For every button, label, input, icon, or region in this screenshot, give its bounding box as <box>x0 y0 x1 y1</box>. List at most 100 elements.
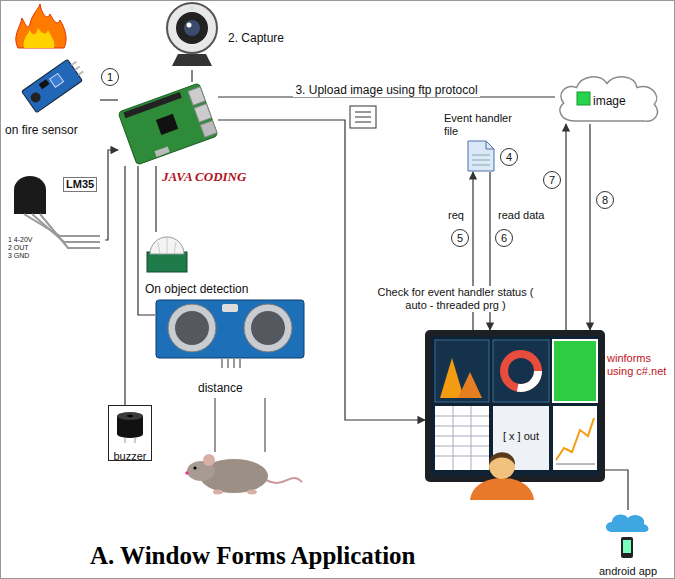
person <box>470 452 534 500</box>
lm35-sensor-part <box>40 214 100 248</box>
webcam-part <box>191 7 194 10</box>
callout-number: 8 <box>596 191 614 209</box>
flame <box>16 4 66 48</box>
ultrasonic-sensor: distance <box>155 298 305 360</box>
webcam-part <box>187 23 192 28</box>
buzzer-part <box>117 412 143 443</box>
ultrasonic-sensor-part <box>221 358 223 368</box>
document-icon-part <box>355 122 371 123</box>
connector <box>218 120 425 420</box>
webcam-part <box>176 12 208 44</box>
callout-number: 4 <box>500 148 518 166</box>
flame-sensor-board-part <box>75 66 80 69</box>
monitor-part <box>435 426 489 427</box>
monitor-part <box>440 358 464 398</box>
node-label: 2. Capture <box>228 31 284 45</box>
edge-label: read data <box>496 209 546 222</box>
flame-sensor-board <box>22 56 88 113</box>
monitor-part <box>435 456 489 457</box>
node-label: buzzer <box>113 450 146 463</box>
distance-lines-part <box>265 398 266 452</box>
monitor-part <box>435 416 489 417</box>
connector <box>124 166 125 405</box>
android-phone: android app <box>596 510 660 576</box>
edge-label: 3. Upload image using ftp protocol <box>293 83 479 97</box>
monitor-part <box>493 340 549 402</box>
monitor-part <box>435 436 489 437</box>
ultrasonic-sensor-part <box>156 300 304 358</box>
webcam <box>167 3 217 66</box>
document-icon <box>350 106 376 128</box>
node-label: Event handler file <box>444 112 516 138</box>
rat-part <box>193 466 196 469</box>
pir-sensor-part <box>147 252 187 272</box>
pin-label: 3 GND <box>8 252 29 259</box>
flame-sensor: on fire sensor <box>5 52 100 116</box>
pir-sensor-part <box>167 238 168 254</box>
node-label: JAVA CODING <box>162 169 246 185</box>
ultrasonic-sensor-part <box>168 304 216 352</box>
connector <box>100 99 118 100</box>
raspberry-pi-board <box>118 83 218 165</box>
monitor-part <box>556 464 595 465</box>
flame-sensor-board-part <box>78 71 83 74</box>
desktop-monitor: winforms using c#.net[ x ] out <box>425 330 605 490</box>
person-part <box>470 478 534 500</box>
raspberry-pi-board-part <box>155 146 170 156</box>
file-icon-part <box>468 141 494 171</box>
pir-sensor: On object detection <box>145 232 190 274</box>
callout-number: 5 <box>451 229 469 247</box>
monitor-part <box>471 406 472 470</box>
connector <box>565 124 566 330</box>
file-icon-part <box>472 155 490 156</box>
rat <box>185 454 302 495</box>
node-label: On object detection <box>145 282 248 296</box>
monitor-part <box>435 406 489 470</box>
monitor-part <box>553 406 597 470</box>
flame-sensor-board-part <box>39 79 50 89</box>
document-icon-part <box>350 106 376 128</box>
distance-lines <box>215 398 265 452</box>
file-icon-part <box>472 160 490 161</box>
node-label: android app <box>599 565 657 578</box>
android-icon-part <box>621 537 633 558</box>
raspberry-pi: JAVA CODING <box>118 82 218 166</box>
rat-part <box>203 454 215 466</box>
rat-part <box>266 478 302 483</box>
buzzer-part-part <box>127 415 133 417</box>
monitor-part <box>453 406 454 470</box>
monitor-part <box>431 336 599 476</box>
raspberry-pi-board-part <box>188 87 205 106</box>
monitor-part <box>556 418 594 460</box>
lm35-sensor-part <box>14 176 46 214</box>
monitor-part <box>504 354 538 388</box>
flame-sensor-board-part <box>71 62 76 65</box>
monitor-part <box>553 340 597 402</box>
person-part <box>489 453 515 479</box>
pin-label: 1 4-20V <box>8 236 33 243</box>
raspberry-pi-board-part <box>118 83 218 165</box>
ultrasonic-sensor-part <box>222 304 238 312</box>
person-part <box>489 452 515 465</box>
flame-part <box>24 28 55 48</box>
ultrasonic-sensor-part <box>251 311 285 345</box>
connector <box>191 70 192 82</box>
raspberry-pi-board-part <box>123 92 181 118</box>
pin-label: 2 OUT <box>8 244 29 251</box>
callout-number: 7 <box>543 171 561 189</box>
monitor-part <box>435 446 489 447</box>
webcam: 2. Capture <box>160 2 225 70</box>
pir-sensor <box>147 237 187 272</box>
connector <box>589 124 590 330</box>
callout-number: 6 <box>495 229 513 247</box>
monitor <box>425 330 605 482</box>
ultrasonic-sensor-part <box>175 311 209 345</box>
webcam-part <box>172 54 212 66</box>
node-label: [ x ] out <box>503 430 539 443</box>
buzzer: buzzer <box>108 405 152 461</box>
ultrasonic-sensor-part <box>227 358 229 368</box>
image-icon <box>577 92 590 105</box>
flame-part <box>16 4 66 48</box>
pir-sensor-part <box>158 242 160 254</box>
